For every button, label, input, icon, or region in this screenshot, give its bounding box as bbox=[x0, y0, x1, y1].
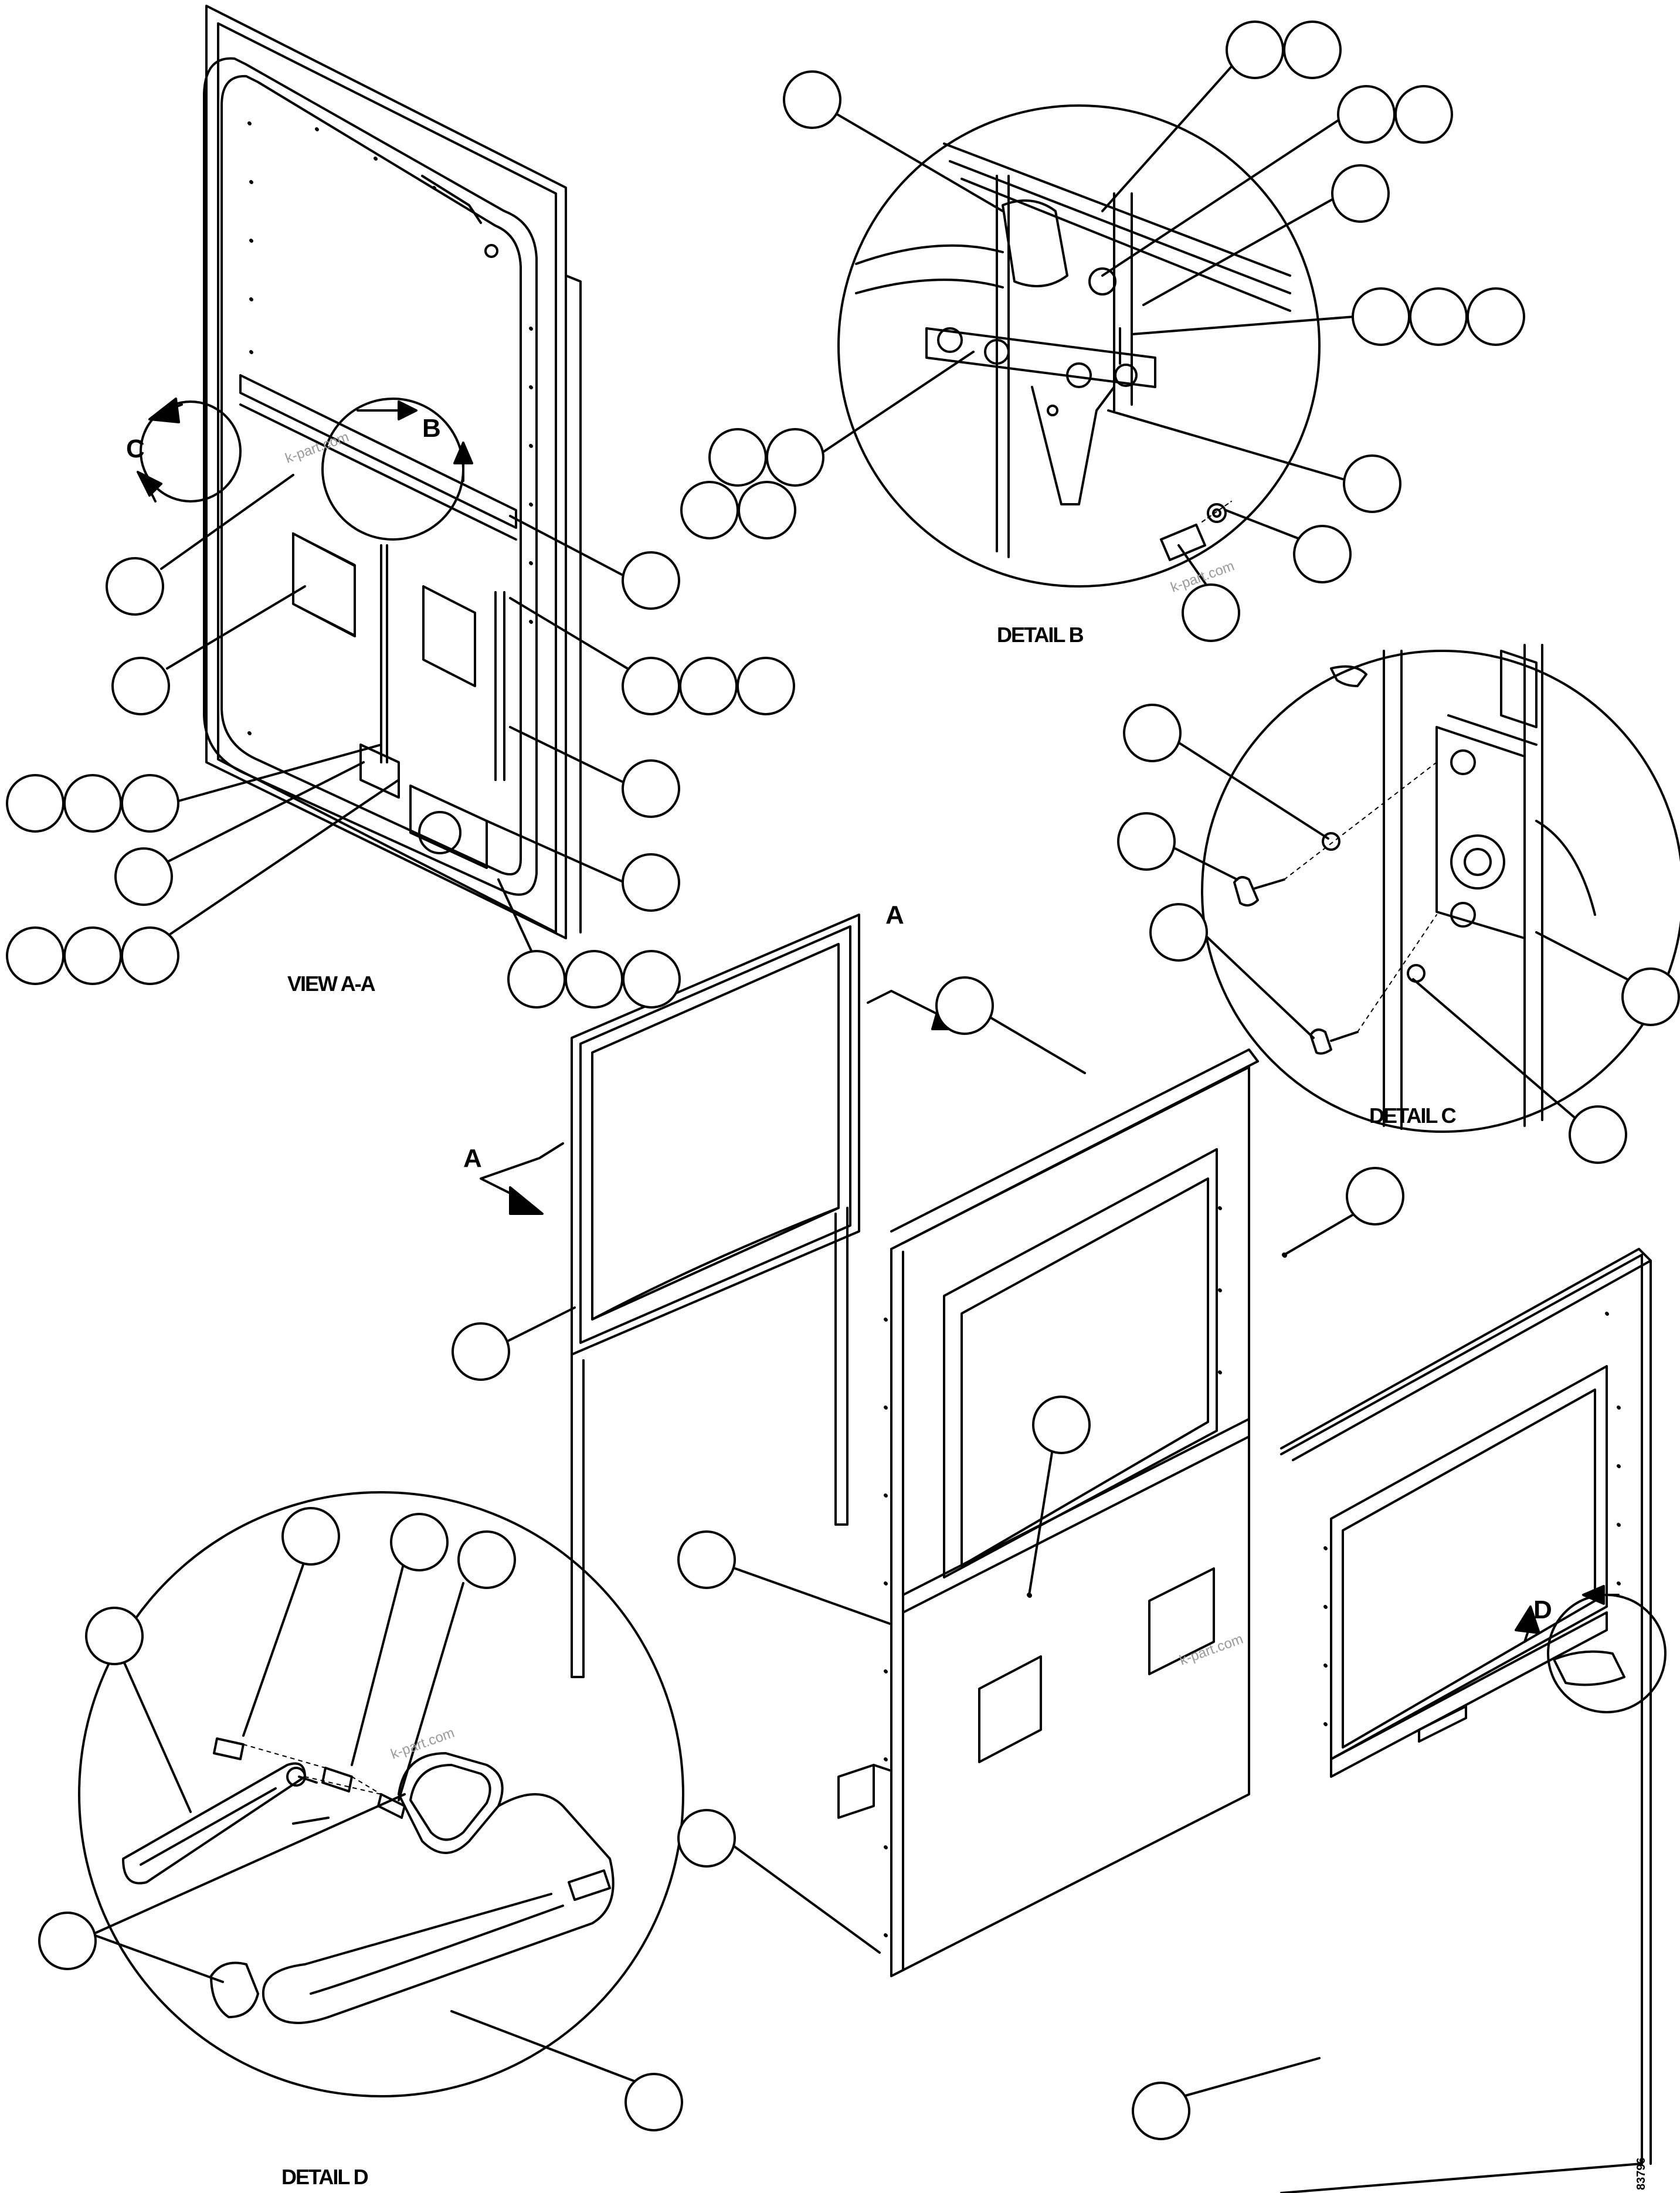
section-letter-c: C bbox=[126, 434, 145, 463]
detail-b-hinge-view bbox=[837, 104, 1321, 588]
watermark: k-part.com bbox=[283, 429, 351, 466]
section-letter-b: B bbox=[422, 414, 441, 443]
section-letter-a-left: A bbox=[463, 1144, 482, 1173]
detail-c-latch-view bbox=[1201, 644, 1680, 1133]
section-a-arrows bbox=[480, 990, 963, 1215]
section-letter-a-top: A bbox=[885, 901, 904, 929]
view-aa-door-assembly bbox=[137, 5, 582, 939]
section-letter-d: D bbox=[1533, 1595, 1552, 1624]
detail-c-label: DETAIL C bbox=[1369, 1104, 1457, 1128]
window-frame-exploded bbox=[571, 914, 860, 1678]
diagram-text: VIEW A-A DETAIL B DETAIL C DETAIL D A A … bbox=[126, 414, 1648, 2190]
view-aa-label: VIEW A-A bbox=[287, 972, 376, 996]
figure-id: 83796 bbox=[1635, 2157, 1648, 2190]
outer-door-skin bbox=[1280, 1248, 1667, 2193]
watermark: k-part.com bbox=[1177, 1631, 1245, 1668]
inner-door-panel bbox=[837, 1048, 1287, 1977]
callout-balloons bbox=[6, 21, 1680, 2140]
detail-d-handle-view bbox=[78, 1491, 684, 2097]
leader-lines bbox=[90, 46, 1628, 2100]
detail-d-label: DETAIL D bbox=[281, 2165, 368, 2189]
detail-b-label: DETAIL B bbox=[997, 623, 1084, 647]
